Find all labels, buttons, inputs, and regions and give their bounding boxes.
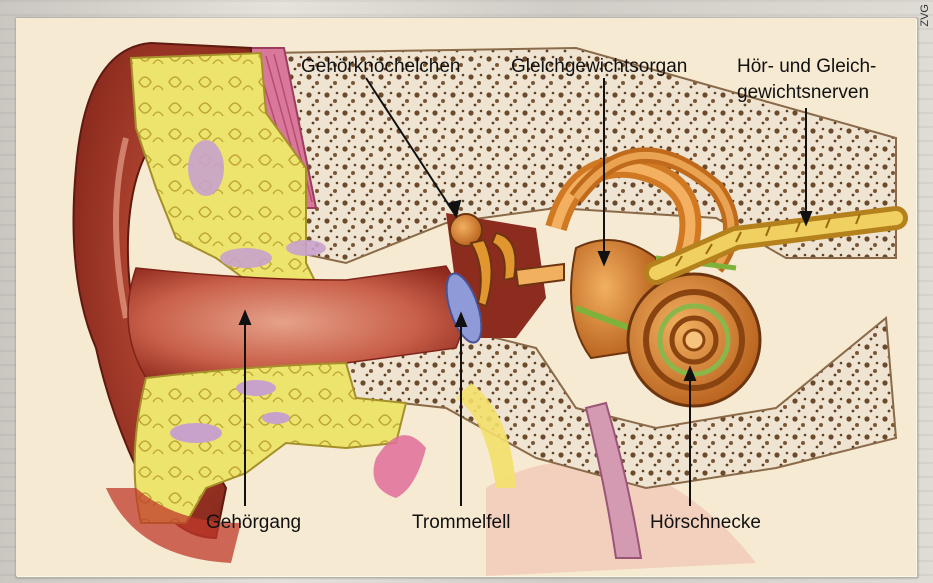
cochlea [628, 274, 760, 406]
label-cochlea: Hörschnecke [650, 511, 761, 535]
label-eardrum: Trommelfell [412, 511, 511, 535]
label-ossicles: Gehörknöchelchen [301, 55, 461, 79]
label-ear-canal: Gehörgang [206, 511, 301, 535]
tissue-patch [188, 140, 224, 196]
label-vestibular-organ: Gleichgewichtsorgan [511, 55, 687, 79]
image-credit: ZVG [919, 4, 931, 27]
label-nerves-line1: Hör- und Gleich- [737, 55, 876, 79]
label-nerves-line2: gewichtsnerven [737, 81, 869, 105]
